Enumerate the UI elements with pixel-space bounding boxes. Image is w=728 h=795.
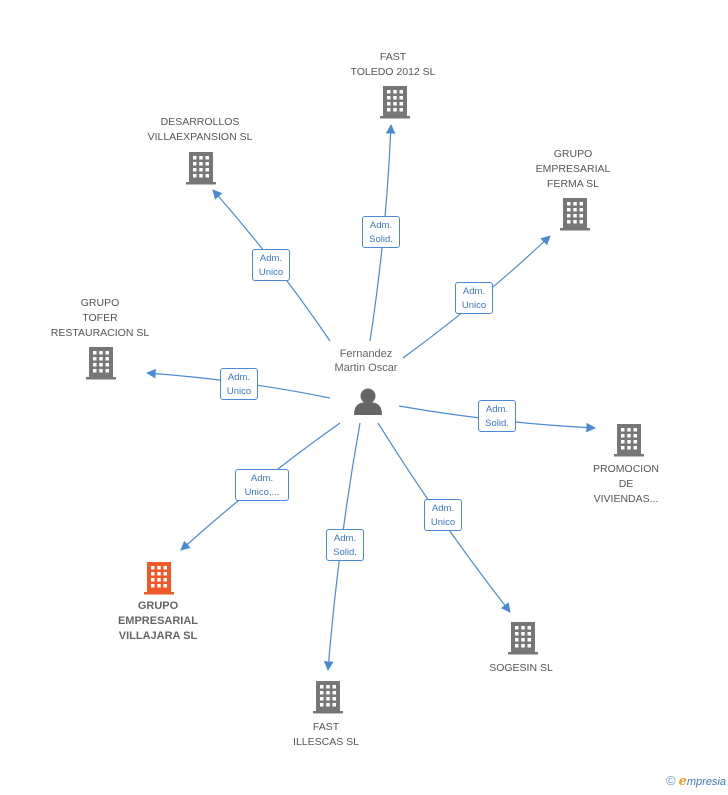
role-badge-line: Adm.: [431, 503, 455, 514]
center-person-label[interactable]: Fernandez Martin Oscar: [335, 347, 398, 375]
building-icon-desarrollos-villaexpansion[interactable]: [186, 152, 216, 185]
company-label-promocion-viviendas[interactable]: PROMOCION DE VIVIENDAS...: [593, 462, 659, 507]
role-badge-line: Adm.: [333, 533, 357, 544]
copyright-symbol: ©: [665, 773, 676, 788]
company-label-line: FAST: [379, 51, 407, 63]
footer-brand: © empresia: [666, 773, 726, 789]
role-badge-line: Unico: [258, 267, 284, 278]
role-badge-sogesin[interactable]: Adm. Unico: [424, 499, 462, 531]
role-badge-grupo-villajara[interactable]: Adm. Unico,...: [235, 469, 289, 501]
company-label-fast-illescas[interactable]: FAST ILLESCAS SL: [293, 720, 359, 750]
company-label-line: DE: [618, 478, 634, 490]
company-label-grupo-villajara[interactable]: GRUPO EMPRESARIAL VILLAJARA SL: [118, 599, 198, 644]
company-label-line: DESARROLLOS: [160, 116, 240, 128]
company-label-line: RESTAURACION SL: [50, 327, 150, 339]
role-badge-line: Unico: [461, 300, 487, 311]
company-label-line: TOFER: [82, 312, 118, 324]
role-badge-line: Unico: [430, 517, 456, 528]
role-badge-line: Adm.: [250, 473, 274, 484]
role-badge-line: Adm.: [259, 253, 283, 264]
building-icon-grupo-empresarial-ferma[interactable]: [560, 198, 590, 231]
company-label-line: FERMA SL: [547, 178, 599, 190]
center-name-line-1: Fernandez: [339, 348, 393, 360]
company-label-grupo-tofer[interactable]: GRUPO TOFER RESTAURACION SL: [51, 296, 149, 341]
role-badge-line: Adm.: [227, 372, 251, 383]
building-icon-grupo-tofer[interactable]: [86, 347, 116, 380]
building-icon-sogesin[interactable]: [508, 622, 538, 655]
role-badge-grupo-empresarial-ferma[interactable]: Adm. Unico: [455, 282, 493, 314]
company-label-line: VILLAEXPANSION SL: [147, 131, 253, 143]
role-badge-fast-illescas[interactable]: Adm. Solid.: [326, 529, 364, 561]
role-badge-desarrollos-villaexpansion[interactable]: Adm. Unico: [252, 249, 290, 281]
building-icon-fast-toledo[interactable]: [380, 86, 410, 119]
role-badge-promocion-viviendas[interactable]: Adm. Solid.: [478, 400, 516, 432]
role-badge-line: Unico,...: [244, 487, 280, 498]
role-badge-fast-toledo[interactable]: Adm. Solid.: [362, 216, 400, 248]
role-badge-line: Unico: [226, 386, 252, 397]
company-label-line: GRUPO: [80, 297, 120, 309]
building-icon-fast-illescas[interactable]: [313, 681, 343, 714]
company-label-sogesin[interactable]: SOGESIN SL: [489, 661, 553, 676]
company-label-line: ILLESCAS SL: [293, 736, 359, 748]
brand-logo-initial: e: [678, 774, 687, 789]
company-label-line: PROMOCION: [593, 463, 659, 475]
role-badge-line: Solid.: [333, 547, 357, 558]
company-label-line: FAST: [312, 721, 340, 733]
role-badge-line: Adm.: [462, 286, 486, 297]
brand-logo-text: mpresia: [686, 776, 726, 788]
role-badge-line: Solid.: [485, 418, 509, 429]
person-icon[interactable]: [354, 388, 382, 416]
role-badge-grupo-tofer[interactable]: Adm. Unico: [220, 368, 258, 400]
company-label-line: TOLEDO 2012 SL: [350, 66, 436, 78]
company-label-fast-toledo[interactable]: FAST TOLEDO 2012 SL: [350, 50, 435, 80]
company-label-line: SOGESIN SL: [489, 662, 553, 674]
company-label-line: GRUPO: [553, 148, 593, 160]
company-label-line: VIVIENDAS...: [593, 493, 659, 505]
building-icon-promocion-viviendas[interactable]: [614, 424, 644, 457]
company-label-grupo-empresarial-ferma[interactable]: GRUPO EMPRESARIAL FERMA SL: [536, 147, 611, 192]
company-label-line: GRUPO: [137, 600, 179, 612]
building-icon-grupo-villajara[interactable]: [144, 562, 174, 595]
company-label-desarrollos-villaexpansion[interactable]: DESARROLLOS VILLAEXPANSION SL: [148, 115, 253, 145]
role-badge-line: Solid.: [369, 234, 393, 245]
role-badge-line: Adm.: [485, 404, 509, 415]
company-label-line: EMPRESARIAL: [535, 163, 611, 175]
center-name-line-2: Martin Oscar: [334, 362, 398, 374]
role-badge-line: Adm.: [369, 220, 393, 231]
company-label-line: VILLAJARA SL: [118, 630, 198, 642]
company-label-line: EMPRESARIAL: [117, 615, 199, 627]
